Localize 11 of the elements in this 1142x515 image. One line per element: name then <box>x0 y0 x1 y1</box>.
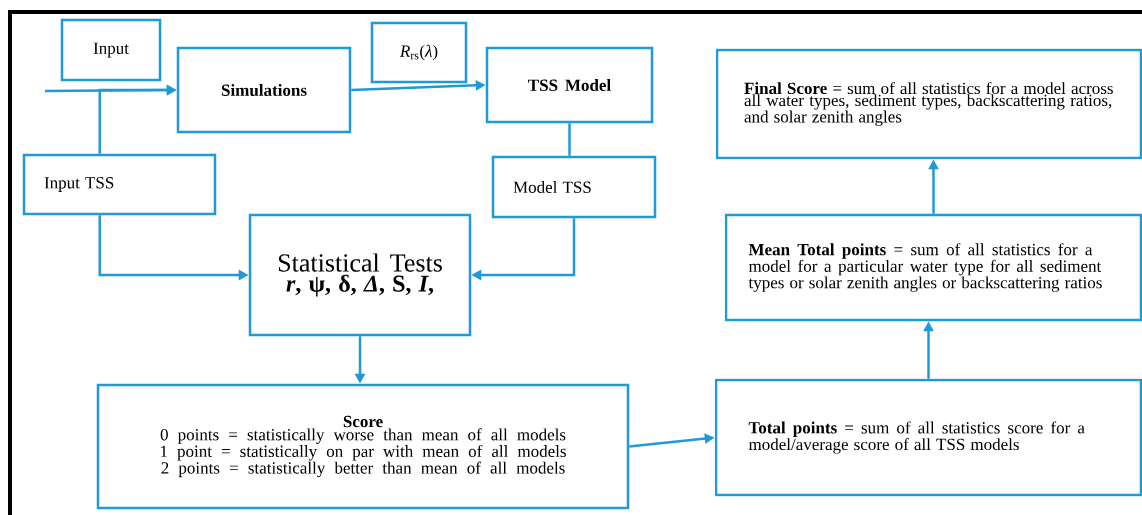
input-box: Input <box>60 18 162 82</box>
signal-box: R$_{rs}$(λ) <box>370 21 468 84</box>
input-box: Input TSS <box>22 153 217 216</box>
definition-box: Total points = sum of all statistics score for a model/average score of all TSS models <box>714 378 1142 497</box>
process-box: Simulations <box>176 46 352 134</box>
score-box: Score 0 points = statistically worse than mean of all models 1 point = statistically on par with mean of all models 2 points = statistically better than mean of all models <box>96 383 630 510</box>
definition-box: Mean Total points = sum of all statistics for a model for a particular water type for all sediment types or solar zenith angles or backscattering ratios <box>724 213 1142 322</box>
test-box: Statistical Tests r, ψ, δ, Δ, S, I, <box>248 213 472 337</box>
output-box: Model TSS <box>491 155 657 219</box>
model-box: TSS Model <box>485 46 654 124</box>
definition-box: Final Score = sum of all statistics for a model across all water types, sediment types, backscattering ratios, and solar zenith angles <box>715 48 1142 160</box>
